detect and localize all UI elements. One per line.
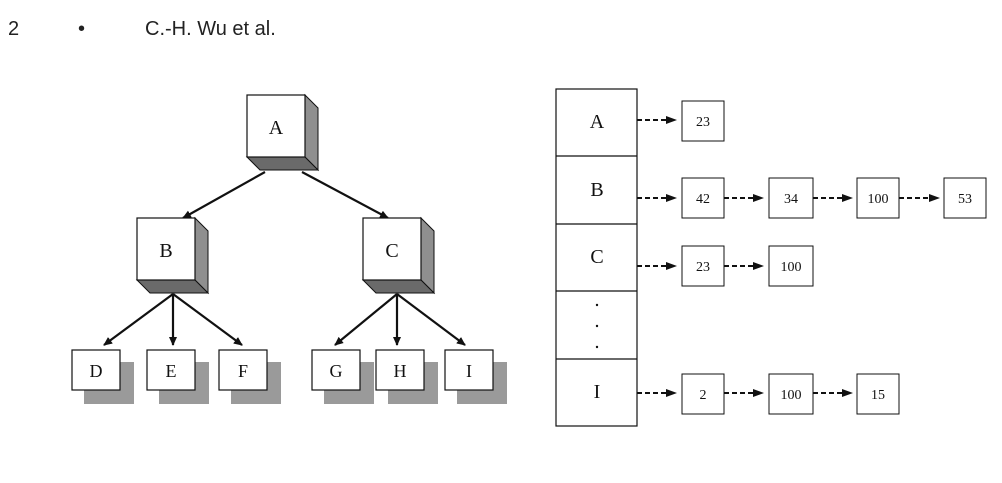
- tree-leaf-f: F: [218, 349, 281, 404]
- tree-leaf-i: I: [444, 349, 507, 404]
- tree-edge-b-d: [103, 293, 174, 346]
- tree-leaf-g-label: G: [330, 361, 343, 381]
- chain-b-value-2: 34: [784, 192, 798, 207]
- page-header: 2 • C.-H. Wu et al.: [0, 10, 1002, 50]
- tree-leaf-i-label: I: [466, 361, 472, 381]
- tree-leaf-g: G: [311, 349, 374, 404]
- tree-node-b-label: B: [159, 240, 172, 262]
- tree-node-c: C: [361, 216, 436, 295]
- chain-i-value-1: 2: [700, 388, 707, 403]
- chain-c-value-1: 23: [696, 260, 710, 275]
- table-key-c: C: [590, 246, 603, 268]
- header-bullet: •: [78, 18, 86, 40]
- tree-node-a-label: A: [269, 117, 284, 139]
- tree-leaf-e-label: E: [166, 361, 177, 381]
- page-number: 2: [8, 18, 20, 40]
- tree-diagram: A B C D E: [71, 93, 507, 404]
- table-column: [555, 88, 638, 427]
- table-key-a: A: [590, 111, 605, 133]
- tree-node-a: A: [245, 93, 320, 172]
- hash-table-diagram: A B C I 23 42 34 100 53 23 100: [555, 88, 987, 427]
- tree-edge-a-c: [301, 171, 389, 219]
- tree-leaf-d-label: D: [90, 361, 103, 381]
- tree-edge-c-g: [334, 293, 398, 346]
- tree-leaf-d: D: [71, 349, 134, 404]
- chain-c-value-2: 100: [781, 260, 802, 275]
- tree-edge-c-i: [396, 293, 466, 346]
- table-key-i: I: [594, 381, 601, 403]
- table-ellipsis: [595, 303, 599, 349]
- chain-a-value-1: 23: [696, 115, 710, 130]
- tree-edge-a-b: [182, 171, 266, 219]
- tree-leaf-e: E: [146, 349, 209, 404]
- chain-b-value-4: 53: [958, 192, 972, 207]
- tree-leaf-h-label: H: [394, 361, 407, 381]
- tree-edge-b-f: [172, 293, 243, 346]
- chain-i-value-2: 100: [781, 388, 802, 403]
- tree-node-c-label: C: [385, 240, 398, 262]
- tree-leaf-f-label: F: [238, 361, 248, 381]
- table-key-b: B: [590, 179, 603, 201]
- chain-b-value-3: 100: [868, 192, 889, 207]
- tree-leaf-h: H: [375, 349, 438, 404]
- running-head-authors: C.-H. Wu et al.: [145, 18, 276, 40]
- tree-node-b: B: [135, 216, 210, 295]
- chain-i-value-3: 15: [871, 388, 885, 403]
- chain-b-value-1: 42: [696, 192, 710, 207]
